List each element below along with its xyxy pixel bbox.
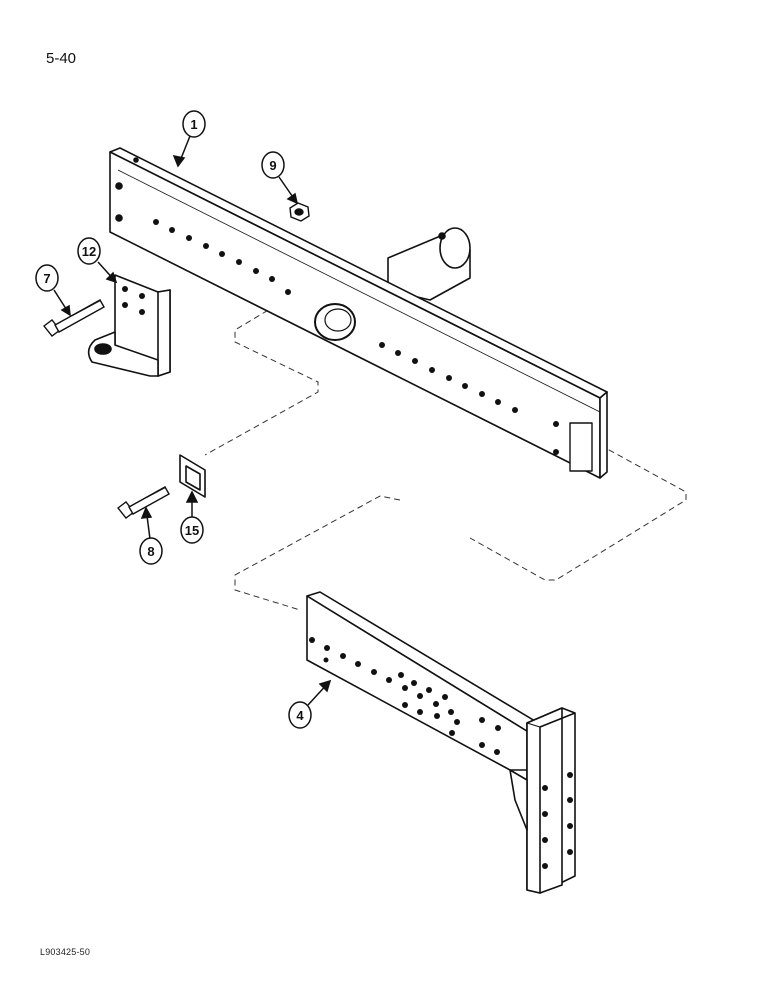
callout-15-label: 15 (185, 523, 199, 538)
callout-1: 1 (172, 110, 206, 168)
assembly-guide-lines (204, 299, 687, 611)
callout-7: 7 (35, 264, 71, 317)
nut (289, 202, 310, 222)
page-number: 5-40 (46, 50, 77, 67)
retainer-plate (179, 454, 206, 498)
callout-9-label: 9 (269, 158, 276, 173)
mounting-bracket (87, 274, 171, 377)
callouts: 1 9 12 7 15 (35, 110, 332, 729)
drawbar-frame (109, 147, 608, 479)
callout-7-label: 7 (43, 271, 50, 286)
callout-4-label: 4 (296, 708, 304, 723)
callout-12-label: 12 (82, 244, 96, 259)
callout-1-label: 1 (190, 117, 197, 132)
callout-8: 8 (139, 506, 163, 565)
callout-12: 12 (77, 237, 118, 284)
callout-15: 15 (180, 490, 204, 544)
callout-4: 4 (288, 679, 332, 729)
callout-9: 9 (261, 151, 299, 205)
drawbar-extension (306, 591, 576, 894)
callout-8-label: 8 (147, 544, 154, 559)
bolt-7 (43, 299, 105, 337)
bolt-8 (117, 486, 170, 519)
figure-code: L903425-50 (40, 947, 91, 957)
